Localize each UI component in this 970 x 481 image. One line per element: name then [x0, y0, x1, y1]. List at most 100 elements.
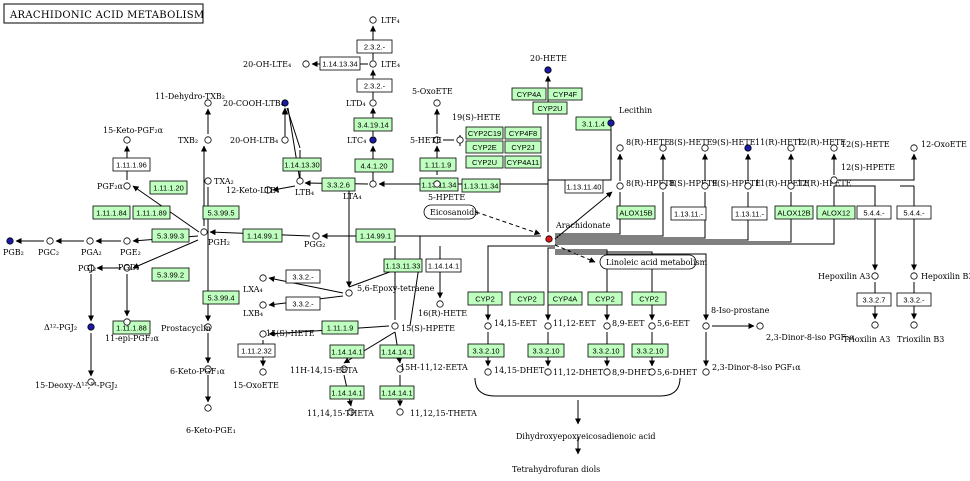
enzyme-box[interactable]: CYP2U	[532, 101, 568, 115]
enzyme-box[interactable]: 3.3.2.-	[285, 269, 321, 284]
compound-node[interactable]: 5-HETE	[410, 136, 442, 145]
compound-node[interactable]: 5-HPETE	[428, 180, 465, 202]
compound-node[interactable]: Trioxilin B3	[897, 321, 944, 344]
compound-node[interactable]: Trioxilin A3	[843, 321, 890, 344]
enzyme-box[interactable]: CYP2	[587, 291, 623, 306]
enzyme-box[interactable]: 1.13.11.-	[731, 206, 768, 221]
enzyme-box[interactable]: CYP2	[467, 291, 503, 306]
enzyme-box[interactable]: 1.13.11.40	[564, 179, 604, 194]
compound-node[interactable]: PGE₂	[120, 237, 141, 257]
enzyme-box[interactable]: 5.4.4.-	[856, 205, 892, 220]
compound-node[interactable]: 6-Keto-PGE₁	[186, 404, 236, 435]
compound-node[interactable]: PGB₂	[3, 237, 24, 257]
compound-node[interactable]: 5-OxoETE	[412, 87, 453, 107]
enzyme-box[interactable]: 1.14.99.1	[355, 228, 396, 243]
compound-node[interactable]: Lecithin	[607, 106, 652, 127]
enzyme-box[interactable]: 4.4.1.20	[354, 158, 394, 173]
enzyme-box[interactable]: CYP2U	[465, 155, 504, 169]
compound-node[interactable]: LXA₄	[243, 274, 267, 294]
compound-node[interactable]: 11,14,15-THETA	[307, 408, 374, 418]
enzyme-box[interactable]: CYP2J	[504, 140, 542, 154]
compound-node[interactable]: 15-Keto-PGF₂α	[103, 126, 164, 144]
compound-node[interactable]: 2,3-Dinor-8-iso PGF₂α	[756, 322, 855, 342]
enzyme-box[interactable]: 3.3.2.10	[527, 343, 565, 358]
compound-node[interactable]: LTA₄	[343, 180, 377, 201]
compound-node[interactable]: 11(R)-HETE	[744, 138, 805, 152]
enzyme-box[interactable]: CYP4F	[547, 87, 583, 101]
enzyme-box[interactable]: CYP4A11	[504, 155, 542, 169]
compound-node[interactable]: 2,3-Dinor-8-iso PGF₁α	[702, 363, 801, 376]
enzyme-box[interactable]: CYP2C19	[465, 126, 504, 140]
compound-node[interactable]: TXB₂	[178, 136, 212, 145]
enzyme-box[interactable]: 3.3.2.-	[285, 296, 321, 311]
compound-node[interactable]: 8,9-EET	[603, 319, 645, 330]
enzyme-box[interactable]: 1.11.1.89	[132, 205, 171, 220]
enzyme-box[interactable]: 2.3.2.-	[356, 39, 393, 54]
compound-node[interactable]: 12(R)-HPETE	[787, 179, 852, 190]
compound-node[interactable]: Linoleic acid metabolism	[599, 254, 708, 270]
compound-node[interactable]: 15-Deoxy-Δ¹²,¹⁴-PGJ₂	[35, 378, 118, 390]
enzyme-box[interactable]: 3.4.19.14	[353, 117, 393, 132]
enzyme-box[interactable]: 1.13.11.33	[383, 258, 423, 273]
compound-node[interactable]: 8(R)-HETE	[616, 138, 670, 152]
compound-node[interactable]: 11-Dehydro-TXB₂	[155, 92, 225, 107]
compound-node[interactable]: 12-OxoETE	[910, 140, 967, 152]
compound-node[interactable]: 8(S)-HETE	[659, 138, 713, 152]
enzyme-box[interactable]: CYP4A	[547, 291, 583, 306]
compound-node[interactable]: 5,6-DHET	[648, 368, 698, 377]
compound-node[interactable]: 20-HETE	[530, 54, 567, 74]
enzyme-box[interactable]: 1.11.1.9	[419, 157, 457, 172]
compound-node[interactable]: PGJ₂	[78, 264, 96, 273]
compound-node[interactable]: Tetrahydrofuran diols	[512, 465, 600, 474]
compound-node[interactable]: PGC₂	[38, 237, 59, 257]
compound-node[interactable]: 19(S)-HETE	[452, 113, 501, 144]
enzyme-box[interactable]: CYP2	[509, 291, 545, 306]
enzyme-box[interactable]: 1.13.11.-	[670, 206, 707, 221]
compound-node[interactable]: 14,15-DHET	[484, 366, 545, 376]
compound-node[interactable]: 5,6-Epoxy-tetraene	[345, 284, 435, 297]
compound-node[interactable]: Arachidonate	[545, 221, 611, 243]
enzyme-box[interactable]: 1.14.13.30	[282, 157, 322, 172]
compound-node[interactable]: 12-Keto-LTB₄	[226, 186, 279, 195]
compound-node[interactable]: 11-epi-PGF₂α	[105, 318, 160, 343]
enzyme-box[interactable]: 1.11.1.96	[112, 157, 151, 172]
enzyme-box[interactable]: 3.3.2.6	[321, 177, 356, 192]
compound-node[interactable]: LXB₄	[243, 301, 267, 318]
compound-node[interactable]: 20-OH-LTE₄	[243, 60, 310, 69]
enzyme-box[interactable]: 1.14.13.34	[319, 56, 361, 71]
enzyme-box[interactable]: 1.14.99.1	[242, 228, 283, 243]
enzyme-box[interactable]: 1.14.14.1	[379, 344, 415, 359]
enzyme-box[interactable]: 3.3.2.-	[896, 292, 932, 307]
enzyme-box[interactable]: 1.14.14.1	[329, 344, 365, 359]
compound-node[interactable]: Δ¹²-PGJ₂	[44, 323, 95, 332]
enzyme-box[interactable]: CYP4A	[511, 87, 547, 101]
enzyme-box[interactable]: 1.11.1.20	[149, 180, 188, 195]
compound-node[interactable]: 14,15-EET	[484, 319, 537, 330]
compound-node[interactable]: 15-OxoETE	[233, 368, 279, 390]
enzyme-box[interactable]: CYP2	[631, 291, 667, 306]
compound-node[interactable]: Eicosanoids	[423, 204, 478, 220]
compound-node[interactable]: PGA₂	[81, 237, 102, 257]
enzyme-box[interactable]: ALOX15B	[616, 205, 656, 220]
compound-node[interactable]: 12(R)-HETE	[787, 138, 847, 152]
compound-node[interactable]: Hepoxilin A3	[818, 272, 879, 281]
enzyme-box[interactable]: 1.14.14.1	[329, 385, 365, 400]
compound-node[interactable]: 6-Keto-PGF₁α	[170, 365, 226, 376]
compound-node[interactable]: 11(R)-HPETE	[744, 179, 810, 190]
enzyme-box[interactable]: 3.3.2.10	[467, 343, 505, 358]
enzyme-box[interactable]: 1.11.1.88	[112, 320, 151, 335]
compound-node[interactable]: 8(S)-HPETE	[659, 179, 718, 190]
compound-node[interactable]: 20-OH-LTB₄	[230, 136, 289, 145]
compound-node[interactable]: 11,12-DHET	[544, 368, 604, 377]
enzyme-box[interactable]: CYP2E	[465, 140, 504, 154]
compound-node[interactable]: 8,9-DHET	[603, 368, 653, 377]
compound-node[interactable]: PGF₂α	[97, 182, 131, 191]
compound-node[interactable]: 16(R)-HETE	[418, 300, 467, 318]
compound-node[interactable]: 8(R)-HPETE	[616, 179, 676, 190]
enzyme-box[interactable]: 1.11.2.32	[237, 343, 276, 358]
enzyme-box[interactable]: 3.3.2.10	[631, 343, 669, 358]
compound-node[interactable]: PGD₂	[118, 263, 139, 272]
compound-node[interactable]: LTD₄	[346, 99, 377, 108]
enzyme-box[interactable]: ALOX12	[816, 205, 856, 220]
enzyme-box[interactable]: 5.3.99.2	[151, 267, 190, 282]
